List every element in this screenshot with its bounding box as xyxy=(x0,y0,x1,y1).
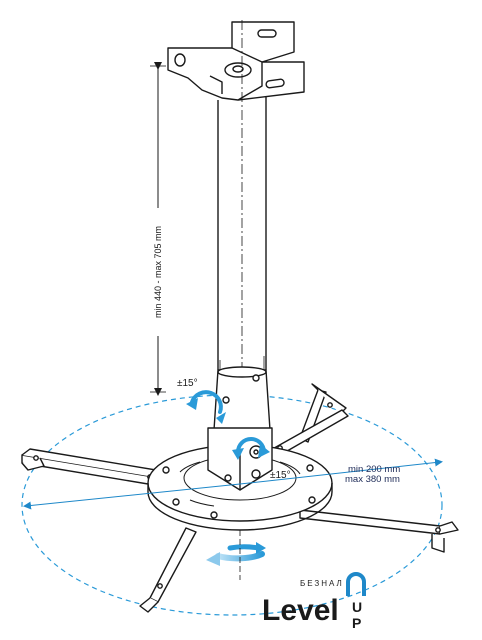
tilt-label-upper: ±15° xyxy=(177,378,198,389)
arm-range-max-label: max 380 mm xyxy=(345,474,400,485)
logo-main-text: Level xyxy=(262,594,339,627)
height-label: min 440 - max 705 mm xyxy=(153,226,163,318)
tilt-joint xyxy=(207,366,273,491)
arm-range-min-label: min 200 mm xyxy=(348,464,400,475)
arm-range-ellipse xyxy=(21,394,443,616)
arm-range-dimension xyxy=(23,458,443,510)
height-dimension: min 440 - max 705 mm xyxy=(150,62,166,396)
brand-logo: БЕЗНАЛ Level U P xyxy=(262,572,366,631)
logo-sub-text: БЕЗНАЛ xyxy=(300,579,344,588)
logo-suffix-p: P xyxy=(352,615,361,631)
tilt-arrow-lower xyxy=(232,437,270,460)
logo-suffix-u: U xyxy=(352,599,362,615)
rotation-arrow xyxy=(206,530,266,580)
spider-arms xyxy=(21,383,459,613)
ceiling-bracket xyxy=(167,21,305,101)
tilt-arrow-upper xyxy=(186,390,226,424)
tilt-label-lower: ±15° xyxy=(270,470,291,481)
